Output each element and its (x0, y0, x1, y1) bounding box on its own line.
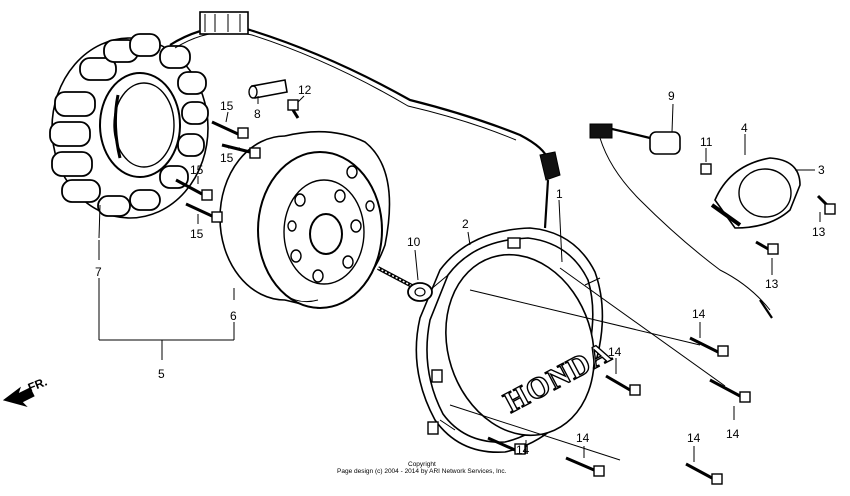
callout-9: 9 (668, 89, 675, 103)
stator (49, 11, 561, 219)
callout-12: 12 (298, 83, 312, 97)
callout-15d: 15 (190, 227, 204, 241)
front-direction-indicator: FR. (2, 375, 49, 407)
callout-14c: 14 (726, 427, 740, 441)
copyright-line-1: Copyright (408, 461, 436, 468)
copyright-notice: Copyright Page design (c) 2004 - 2014 by… (337, 461, 507, 475)
flywheel-rotor (219, 130, 391, 309)
front-label: FR. (26, 375, 49, 395)
callout-2: 2 (462, 217, 469, 231)
callout-5: 5 (158, 367, 165, 381)
pulse-generator (589, 123, 773, 319)
pulse-generator-cover (710, 157, 801, 229)
callout-8: 8 (254, 107, 261, 121)
callout-6: 6 (230, 309, 237, 323)
callout-15c: 15 (190, 163, 204, 177)
alternator-cover: HONDA (415, 179, 618, 454)
callout-1: 1 (556, 187, 563, 201)
callout-15a: 15 (220, 99, 234, 113)
callout-13b: 13 (765, 277, 779, 291)
callout-14b: 14 (608, 345, 622, 359)
callout-labels: 1 2 3 4 5 6 7 8 9 10 11 12 13 13 14 14 1… (95, 83, 826, 457)
bolts (175, 79, 836, 485)
callout-14d: 14 (576, 431, 590, 445)
callout-11: 11 (700, 135, 713, 149)
copyright-line-2: Page design (c) 2004 - 2014 by ARI Netwo… (337, 468, 507, 475)
callout-3: 3 (818, 163, 825, 177)
callout-14f: 14 (516, 443, 530, 457)
callout-7: 7 (95, 265, 102, 279)
flywheel-bolt (377, 266, 433, 302)
callout-4: 4 (741, 121, 748, 135)
callout-14e: 14 (687, 431, 701, 445)
callout-14a: 14 (692, 307, 706, 321)
callout-10: 10 (407, 235, 421, 249)
callout-15b: 15 (220, 151, 234, 165)
leader-lines (98, 95, 821, 462)
callout-13a: 13 (812, 225, 826, 239)
front-arrow-icon (2, 386, 35, 407)
